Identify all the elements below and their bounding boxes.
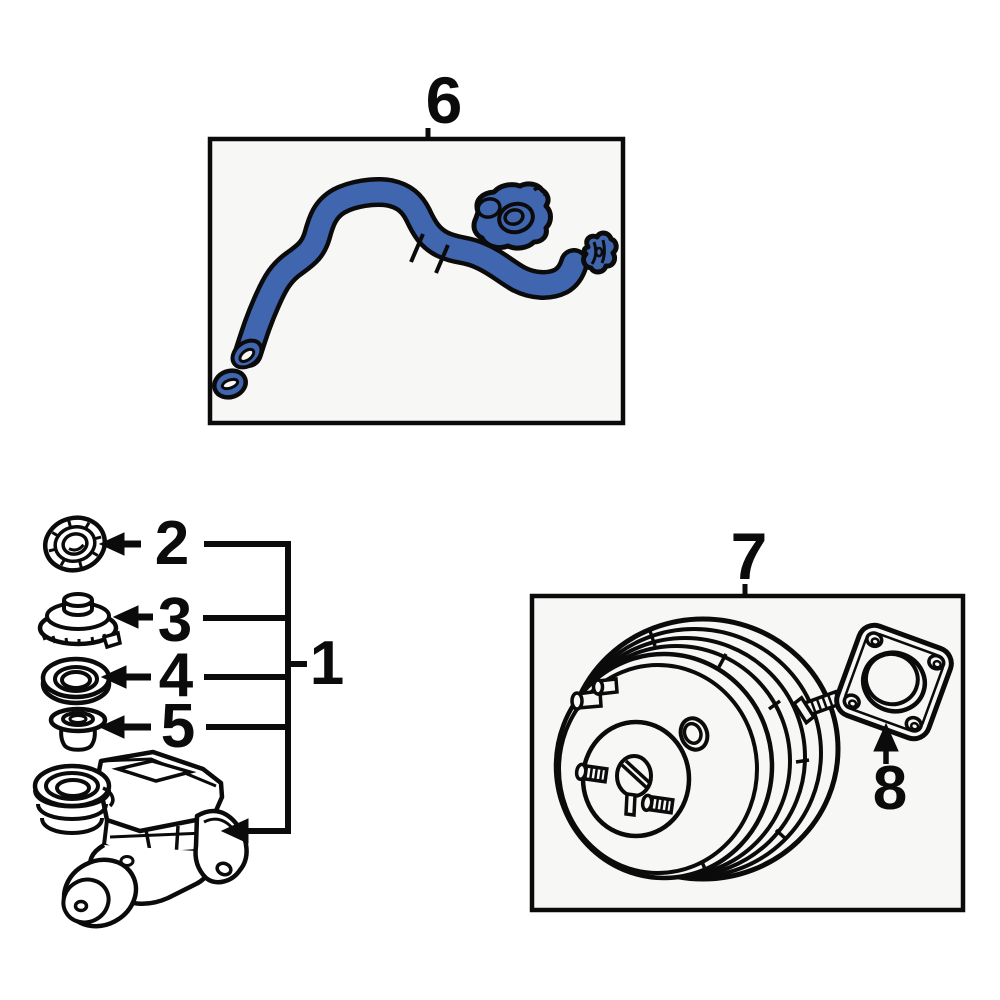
part2-cap-seal (43, 515, 107, 573)
callout-5-label: 5 (160, 692, 196, 761)
booster-top-pins (570, 677, 619, 711)
booster-port-hole (678, 716, 710, 752)
callout-6-label: 6 (425, 63, 463, 137)
part3-reservoir-cap (37, 592, 123, 650)
hose-end-opening (230, 338, 264, 370)
brake-booster-drawing (553, 616, 843, 882)
booster-stud-upper (574, 762, 609, 784)
vacuum-hose-assembly-drawing (212, 177, 619, 400)
gasket-corner-holes (842, 631, 946, 733)
gasket-drawing (834, 622, 954, 742)
callout-3-label: 3 (157, 586, 193, 655)
part5-grommet (48, 706, 108, 752)
callout-2-label: 2 (154, 509, 190, 578)
part2-cage-ticks (48, 520, 102, 568)
hose-fittings (212, 181, 619, 400)
arrow-part1 (220, 818, 249, 844)
callout-8-label: 8 (872, 754, 908, 823)
vacuum-hose-path (237, 181, 585, 364)
callout-4-label: 4 (158, 641, 194, 710)
bore-cylinder (61, 857, 139, 929)
booster-threaded-rod (791, 689, 843, 726)
hose-clamp (581, 230, 619, 275)
hose-sleeve-marks (409, 233, 450, 274)
hose-grommet (212, 368, 248, 400)
gasket-center-hole (860, 650, 928, 714)
filler-neck (32, 763, 115, 835)
callout-lines (98, 532, 899, 844)
callout-7-label: 7 (730, 519, 768, 593)
booster-stud-lower (640, 793, 675, 815)
booster-pushrod-disc (615, 754, 653, 817)
mounting-flange (193, 808, 249, 885)
part4-seal-ring (40, 656, 112, 706)
callout-1-label: 1 (309, 629, 345, 698)
check-valve (471, 181, 553, 251)
part1-bracket-line (246, 541, 291, 834)
reservoir-cap-parts-drawings (37, 515, 123, 752)
booster-seam-ticks (648, 630, 810, 877)
master-cylinder-drawing (32, 749, 249, 929)
